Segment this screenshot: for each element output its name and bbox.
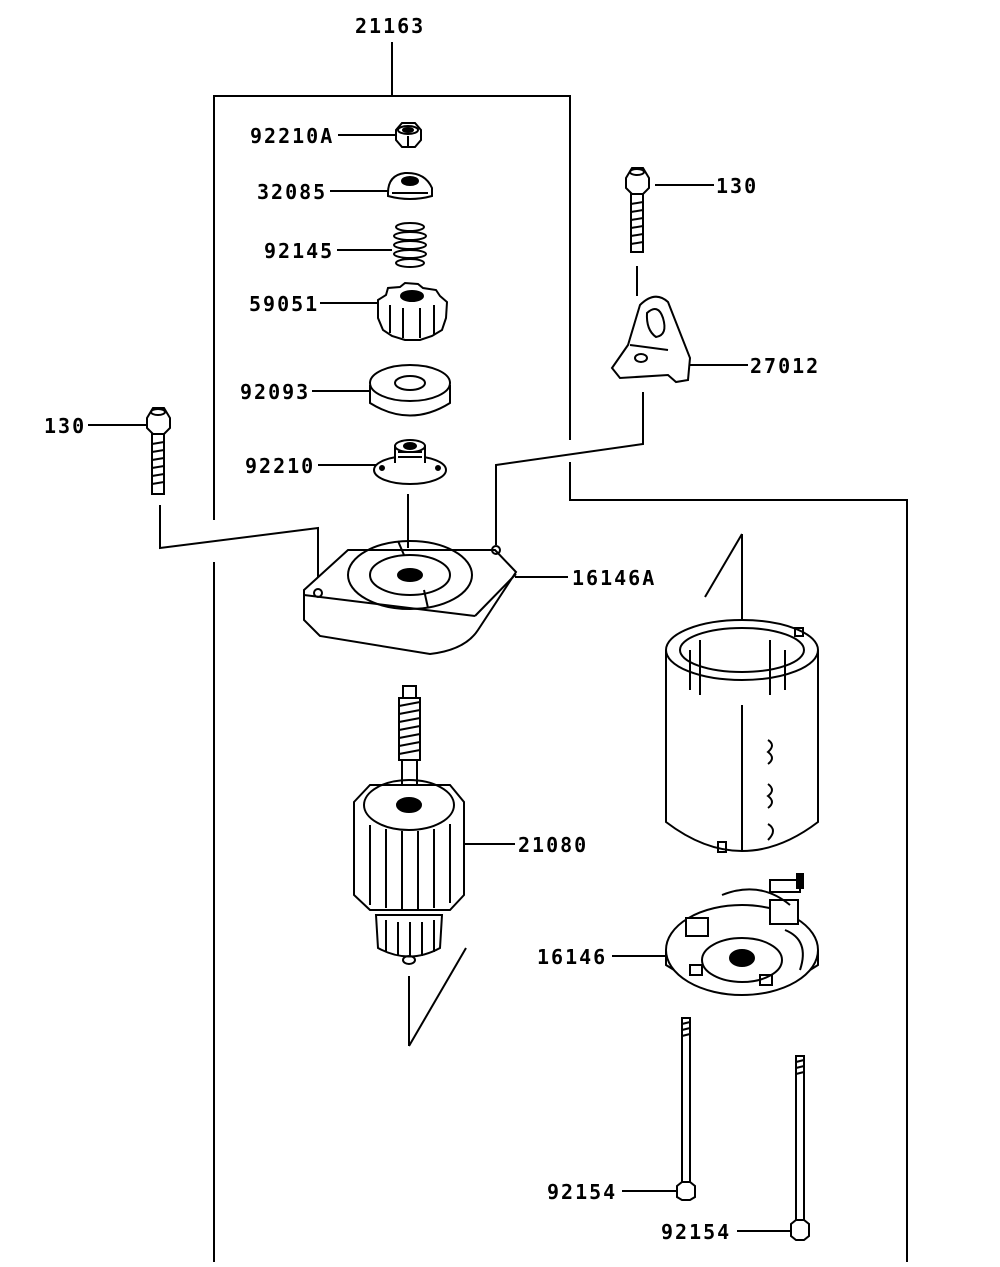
- part-label-pinion: 59051: [249, 292, 320, 316]
- front-bracket-icon: [303, 540, 518, 656]
- brush-holder-icon: [665, 873, 819, 996]
- part-label-brush-holder: 16146: [537, 945, 608, 969]
- clutch-nut-icon: [373, 439, 447, 485]
- washer-icon: [369, 364, 451, 417]
- part-label-front-bracket: 16146A: [572, 566, 657, 590]
- mounting-bracket-icon: [610, 295, 692, 384]
- pinion-gear-icon: [377, 281, 449, 341]
- bolt-right-icon: [625, 167, 650, 253]
- part-label-spring: 92145: [264, 239, 335, 263]
- part-label-through-bolt-2: 92154: [661, 1220, 732, 1244]
- part-label-cap: 32085: [257, 180, 328, 204]
- armature-icon: [353, 685, 465, 965]
- assembly-part-label: 21163: [355, 14, 426, 38]
- hex-nut-icon: [395, 122, 422, 148]
- assembly-frame: [213, 42, 908, 1262]
- through-bolt-2-icon: [790, 1055, 810, 1241]
- part-label-clutch-nut: 92210: [245, 454, 316, 478]
- leader-lines: [88, 134, 792, 1232]
- through-bolt-1-icon: [676, 1017, 696, 1201]
- part-label-washer: 92093: [240, 380, 311, 404]
- part-label-nut: 92210A: [250, 124, 335, 148]
- part-label-bracket: 27012: [750, 354, 821, 378]
- motor-housing-icon: [665, 619, 819, 853]
- part-label-through-bolt-1: 92154: [547, 1180, 618, 1204]
- spring-icon: [393, 222, 427, 268]
- part-label-bolt-right: 130: [716, 174, 759, 198]
- cap-icon: [387, 171, 433, 200]
- part-label-armature: 21080: [518, 833, 589, 857]
- part-label-bolt-left: 130: [44, 414, 87, 438]
- bolt-left-icon: [146, 407, 171, 495]
